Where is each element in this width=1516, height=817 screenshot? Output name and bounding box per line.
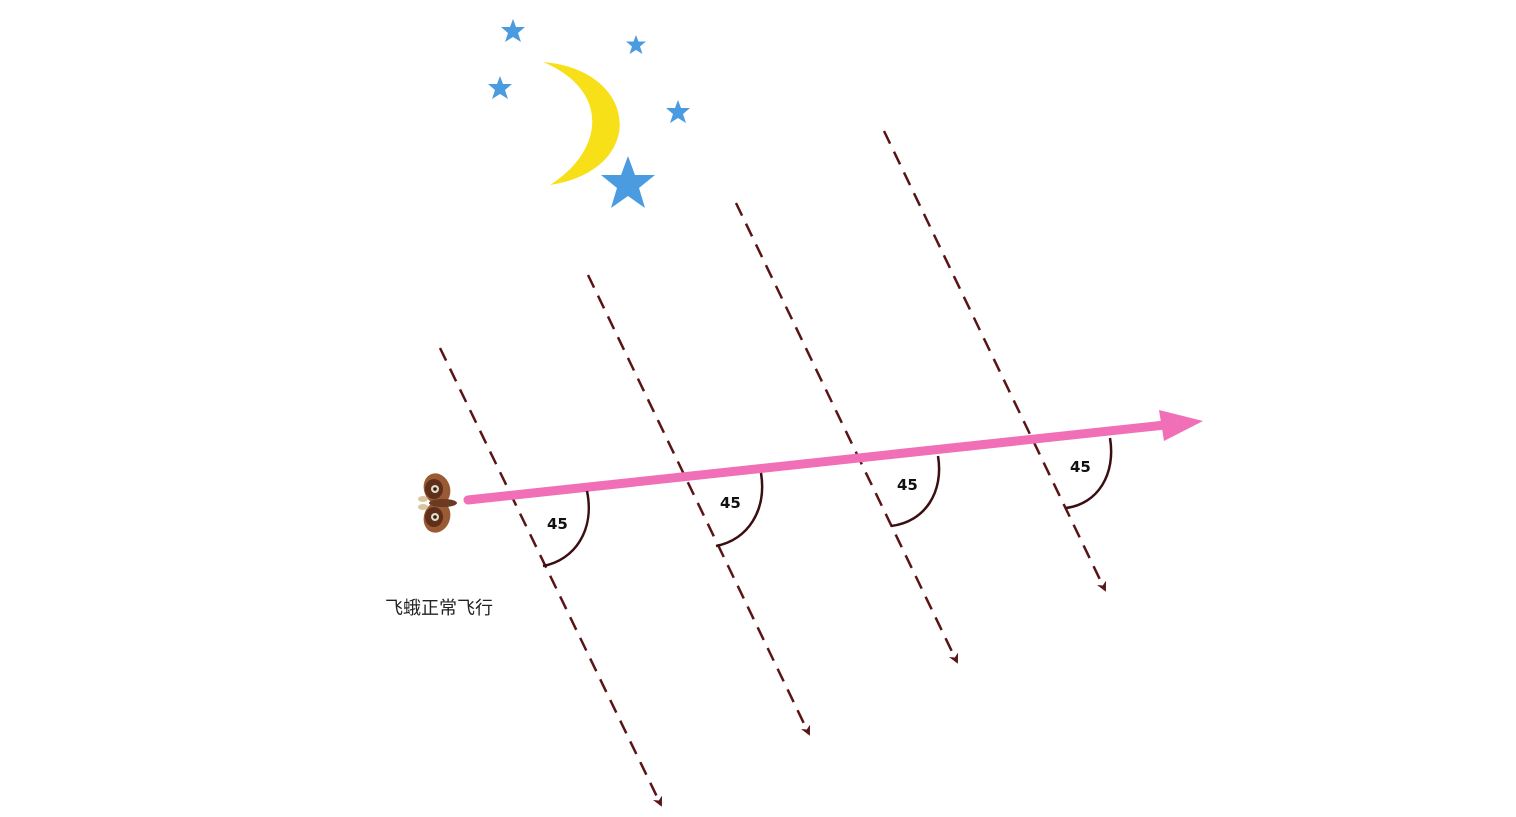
star-icon bbox=[601, 156, 655, 208]
star-icon bbox=[666, 100, 690, 123]
light-rays bbox=[438, 130, 1107, 807]
star-icon bbox=[488, 76, 512, 99]
diagram-caption: 飞蛾正常飞行 bbox=[385, 598, 493, 619]
angle-arc bbox=[890, 455, 941, 528]
star-icon bbox=[501, 19, 525, 42]
angle-label: 45 bbox=[897, 476, 918, 494]
angle-arc bbox=[715, 472, 764, 548]
angle-arc bbox=[1065, 437, 1113, 510]
light-ray bbox=[438, 347, 663, 807]
star-icon bbox=[626, 35, 646, 54]
angle-arc bbox=[542, 490, 590, 568]
light-ray bbox=[586, 274, 811, 736]
moon-icon bbox=[543, 62, 620, 185]
night-sky bbox=[488, 19, 690, 208]
angle-label: 45 bbox=[720, 494, 741, 512]
flight-path-arrow bbox=[463, 410, 1203, 505]
moth-icon bbox=[418, 473, 457, 533]
light-ray bbox=[734, 202, 959, 664]
light-ray bbox=[882, 130, 1107, 592]
angle-label: 45 bbox=[1070, 458, 1091, 476]
flight-path-line bbox=[463, 420, 1170, 505]
angle-arcs bbox=[542, 437, 1113, 568]
angle-label: 45 bbox=[547, 515, 568, 533]
flight-path-arrowhead bbox=[1159, 410, 1203, 441]
